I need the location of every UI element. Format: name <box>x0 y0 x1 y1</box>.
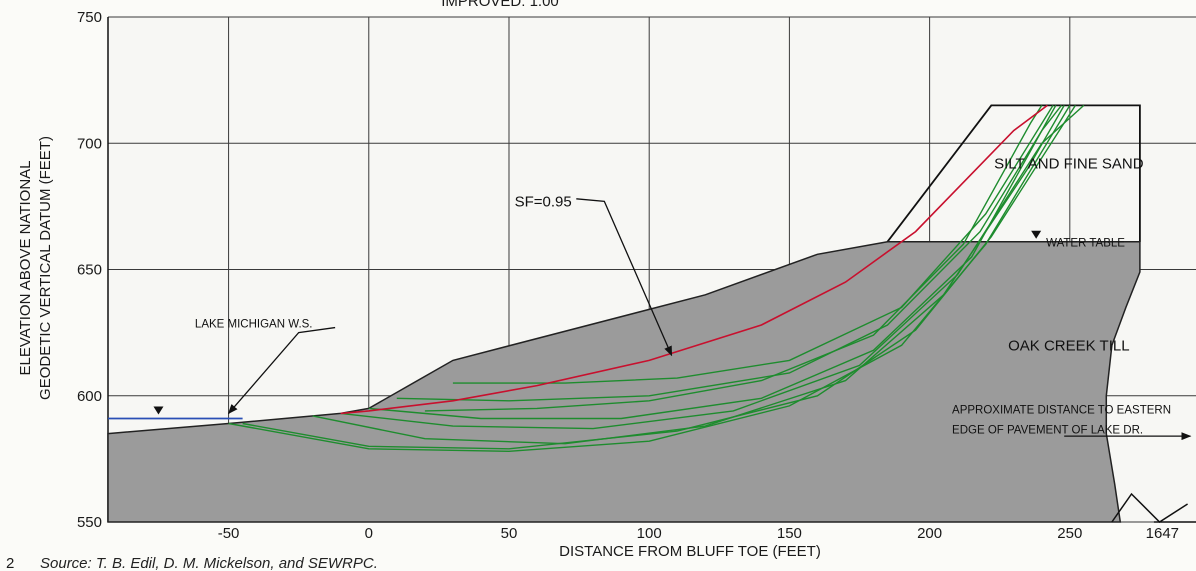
x-tick-label: 0 <box>365 525 373 542</box>
annotation-label: APPROXIMATE DISTANCE TO EASTERN <box>952 404 1171 416</box>
x-tick-label: 100 <box>637 525 662 542</box>
trial-slip-surface <box>424 105 1043 412</box>
axis-break-symbol <box>1111 492 1188 523</box>
trial-slip-surface <box>312 105 1065 445</box>
x-tick-label-break: 1647 <box>1146 525 1179 542</box>
critical-surface-label: SF=0.95 <box>515 193 572 210</box>
layer-silt-sand <box>886 104 1141 243</box>
y-tick-label: 600 <box>77 388 102 405</box>
trial-slip-surface <box>368 105 1057 420</box>
y-tick-label: 700 <box>77 135 102 152</box>
slip-surfaces <box>228 104 1085 453</box>
y-tick-label: 550 <box>77 514 102 531</box>
x-tick-label: -50 <box>218 525 240 542</box>
soil-layers <box>107 104 1196 523</box>
marks <box>108 198 1192 441</box>
source-note: Source: T. B. Edil, D. M. Mickelson, and… <box>40 555 378 571</box>
x-tick-label: 200 <box>917 525 942 542</box>
tick-labels: -50 0 50 100 150 200 250 1647 550 600 650 700 750 <box>77 9 1179 542</box>
top-partial-text: IMPROVED: 1.00 <box>441 0 559 10</box>
x-axis-label: DISTANCE FROM BLUFF TOE (FEET) <box>559 543 821 560</box>
water-table-marker <box>1031 230 1042 239</box>
annotation-label: LAKE MICHIGAN W.S. <box>195 319 313 331</box>
lake-label-leader <box>227 326 336 415</box>
annotation-label: EDGE OF PAVEMENT OF LAKE DR. <box>952 425 1143 437</box>
y-axis-label-line2: GEODETIC VERTICAL DATUM (FEET) <box>37 136 54 400</box>
y-tick-label: 650 <box>77 262 102 279</box>
trial-slip-surface <box>242 105 1076 450</box>
annotation-label: SILT AND FINE SAND <box>994 156 1144 173</box>
trial-slip-surface <box>340 104 1085 430</box>
x-tick-label: 50 <box>501 525 518 542</box>
x-tick-label: 250 <box>1057 525 1082 542</box>
layer-till <box>107 240 1141 523</box>
sf-label-leader <box>576 198 673 357</box>
lake-level-marker <box>153 406 164 415</box>
x-tick-label: 150 <box>777 525 802 542</box>
annotations: SILT AND FINE SAND OAK CREEK TILL LAKE MIC… <box>195 156 1171 437</box>
trial-slip-surface <box>452 105 1054 384</box>
critical-slip-surface <box>340 104 1048 415</box>
y-tick-label: 750 <box>77 9 102 26</box>
figure-number: 2 <box>6 555 14 571</box>
y-axis-label-line1: ELEVATION ABOVE NATIONAL <box>17 160 34 375</box>
water-table-label: WATER TABLE <box>1046 238 1125 250</box>
annotation-label: OAK CREEK TILL <box>1008 337 1129 354</box>
